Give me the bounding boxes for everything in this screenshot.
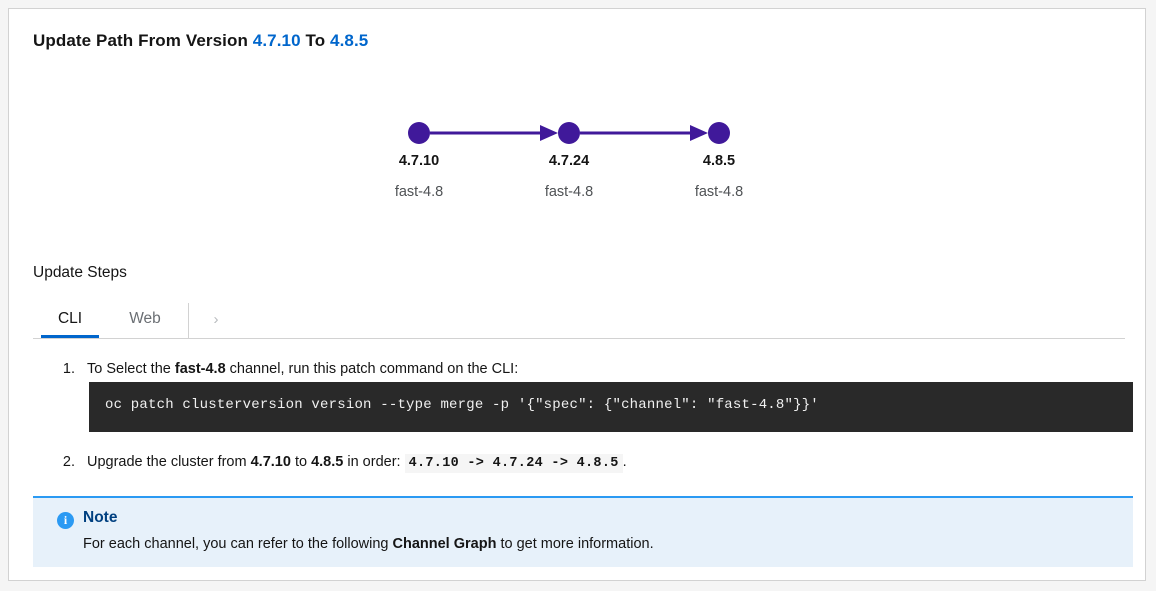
step-1-text-before: To Select the <box>87 361 175 377</box>
tab-divider <box>188 303 189 338</box>
step-2-order-code: 4.7.10 -> 4.7.24 -> 4.8.5 <box>404 454 623 473</box>
step-2-text-middle: to <box>290 454 312 470</box>
graph-node-1[interactable] <box>558 122 580 144</box>
note-alert-title: Note <box>83 509 118 526</box>
step-1-number: 1. <box>62 361 75 377</box>
step-1-text-after: channel, run this patch command on the C… <box>225 361 519 377</box>
from-version-link[interactable]: 4.7.10 <box>252 31 301 50</box>
update-steps-tabs: CLI Web › <box>33 303 1125 339</box>
graph-node-channel-0: fast-4.8 <box>394 184 444 200</box>
step-2-text-after: in order: <box>343 454 405 470</box>
info-circle-icon: i <box>57 512 74 529</box>
step-2-text-before: Upgrade the cluster from <box>87 454 251 470</box>
channel-graph-label: Channel Graph <box>392 536 497 552</box>
graph-node-channel-1: fast-4.8 <box>544 184 594 200</box>
step-1-text: To Select the fast-4.8 channel, run this… <box>87 361 518 377</box>
step-2-text: Upgrade the cluster from 4.7.10 to 4.8.5… <box>87 454 627 473</box>
page-title-prefix: Update Path From Version <box>33 31 248 50</box>
step-2-to-version: 4.8.5 <box>311 454 344 470</box>
step-2-trailing: . <box>622 454 627 470</box>
update-path-card: Update Path From Version 4.7.10 To 4.8.5… <box>8 8 1146 581</box>
update-path-graph: 4.7.10 4.7.24 4.8.5 fast-4.8 fast-4.8 fa… <box>9 109 1145 219</box>
note-body-after: to get more information. <box>496 536 654 552</box>
to-version-link[interactable]: 4.8.5 <box>330 31 369 50</box>
note-alert: i Note For each channel, you can refer t… <box>33 496 1133 567</box>
graph-edges <box>430 125 708 141</box>
note-alert-body: For each channel, you can refer to the f… <box>83 536 654 552</box>
tab-web[interactable]: Web <box>129 310 161 327</box>
tab-cli[interactable]: CLI <box>41 303 99 338</box>
tabs-scroll-right-icon[interactable]: › <box>213 311 219 328</box>
step-2-from-version: 4.7.10 <box>250 454 291 470</box>
patch-command-text: oc patch clusterversion version --type m… <box>105 397 819 413</box>
graph-node-2[interactable] <box>708 122 730 144</box>
step-2-number: 2. <box>62 454 75 470</box>
page-title: Update Path From Version 4.7.10 To 4.8.5 <box>33 31 368 51</box>
graph-node-channel-2: fast-4.8 <box>694 184 744 200</box>
step-1-channel: fast-4.8 <box>174 361 226 377</box>
graph-node-version-0: 4.7.10 <box>398 153 440 169</box>
patch-command-block[interactable]: oc patch clusterversion version --type m… <box>89 382 1133 432</box>
graph-node-0[interactable] <box>408 122 430 144</box>
note-body-before: For each channel, you can refer to the f… <box>83 536 393 552</box>
graph-node-version-2: 4.8.5 <box>702 153 736 169</box>
graph-node-version-1: 4.7.24 <box>548 153 590 169</box>
update-steps-heading: Update Steps <box>33 264 127 281</box>
title-connector: To <box>305 31 326 50</box>
